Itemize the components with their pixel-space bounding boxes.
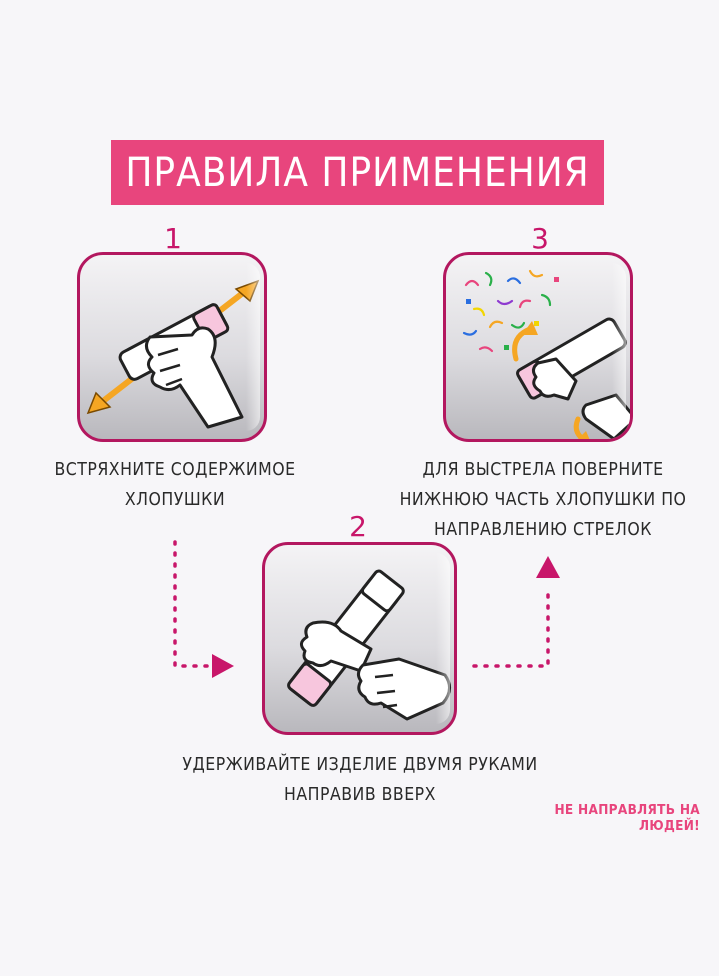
step-1-caption: ВСТРЯХНИТЕ СОДЕРЖИМОЕ ХЛОПУШКИ — [40, 455, 310, 515]
step-3-caption-line: НИЖНЮЮ ЧАСТЬ ХЛОПУШКИ ПО — [399, 490, 687, 510]
step-3-caption-line: ДЛЯ ВЫСТРЕЛА ПОВЕРНИТЕ — [422, 460, 664, 480]
warning-text: НЕ НАПРАВЛЯТЬ НА ЛЮДЕЙ! — [554, 802, 700, 834]
step-2-number: 2 — [349, 510, 367, 543]
step-2-caption-line: НАПРАВИВ ВВЕРХ — [284, 785, 436, 805]
step-3-caption-line: НАПРАВЛЕНИЮ СТРЕЛОК — [434, 520, 652, 540]
step-2-panel — [262, 542, 457, 735]
step-3-caption: ДЛЯ ВЫСТРЕЛА ПОВЕРНИТЕ НИЖНЮЮ ЧАСТЬ ХЛОП… — [388, 455, 698, 545]
shake-hand-icon — [86, 279, 260, 429]
step-3-panel — [443, 252, 633, 442]
step-1-panel — [77, 252, 267, 442]
page-title: ПРАВИЛА ПРИМЕНЕНИЯ — [111, 140, 604, 205]
step-2-caption-line: УДЕРЖИВАЙТЕ ИЗДЕЛИЕ ДВУМЯ РУКАМИ — [182, 755, 538, 775]
step-2-caption: УДЕРЖИВАЙТЕ ИЗДЕЛИЕ ДВУМЯ РУКАМИ НАПРАВИ… — [150, 750, 570, 810]
step-1-caption-line: ВСТРЯХНИТЕ СОДЕРЖИМОЕ — [54, 460, 296, 480]
step-1-caption-line: ХЛОПУШКИ — [124, 490, 226, 510]
two-hands-hold-icon — [287, 569, 451, 721]
step-3-number: 3 — [531, 222, 549, 255]
step-1-number: 1 — [164, 222, 182, 255]
